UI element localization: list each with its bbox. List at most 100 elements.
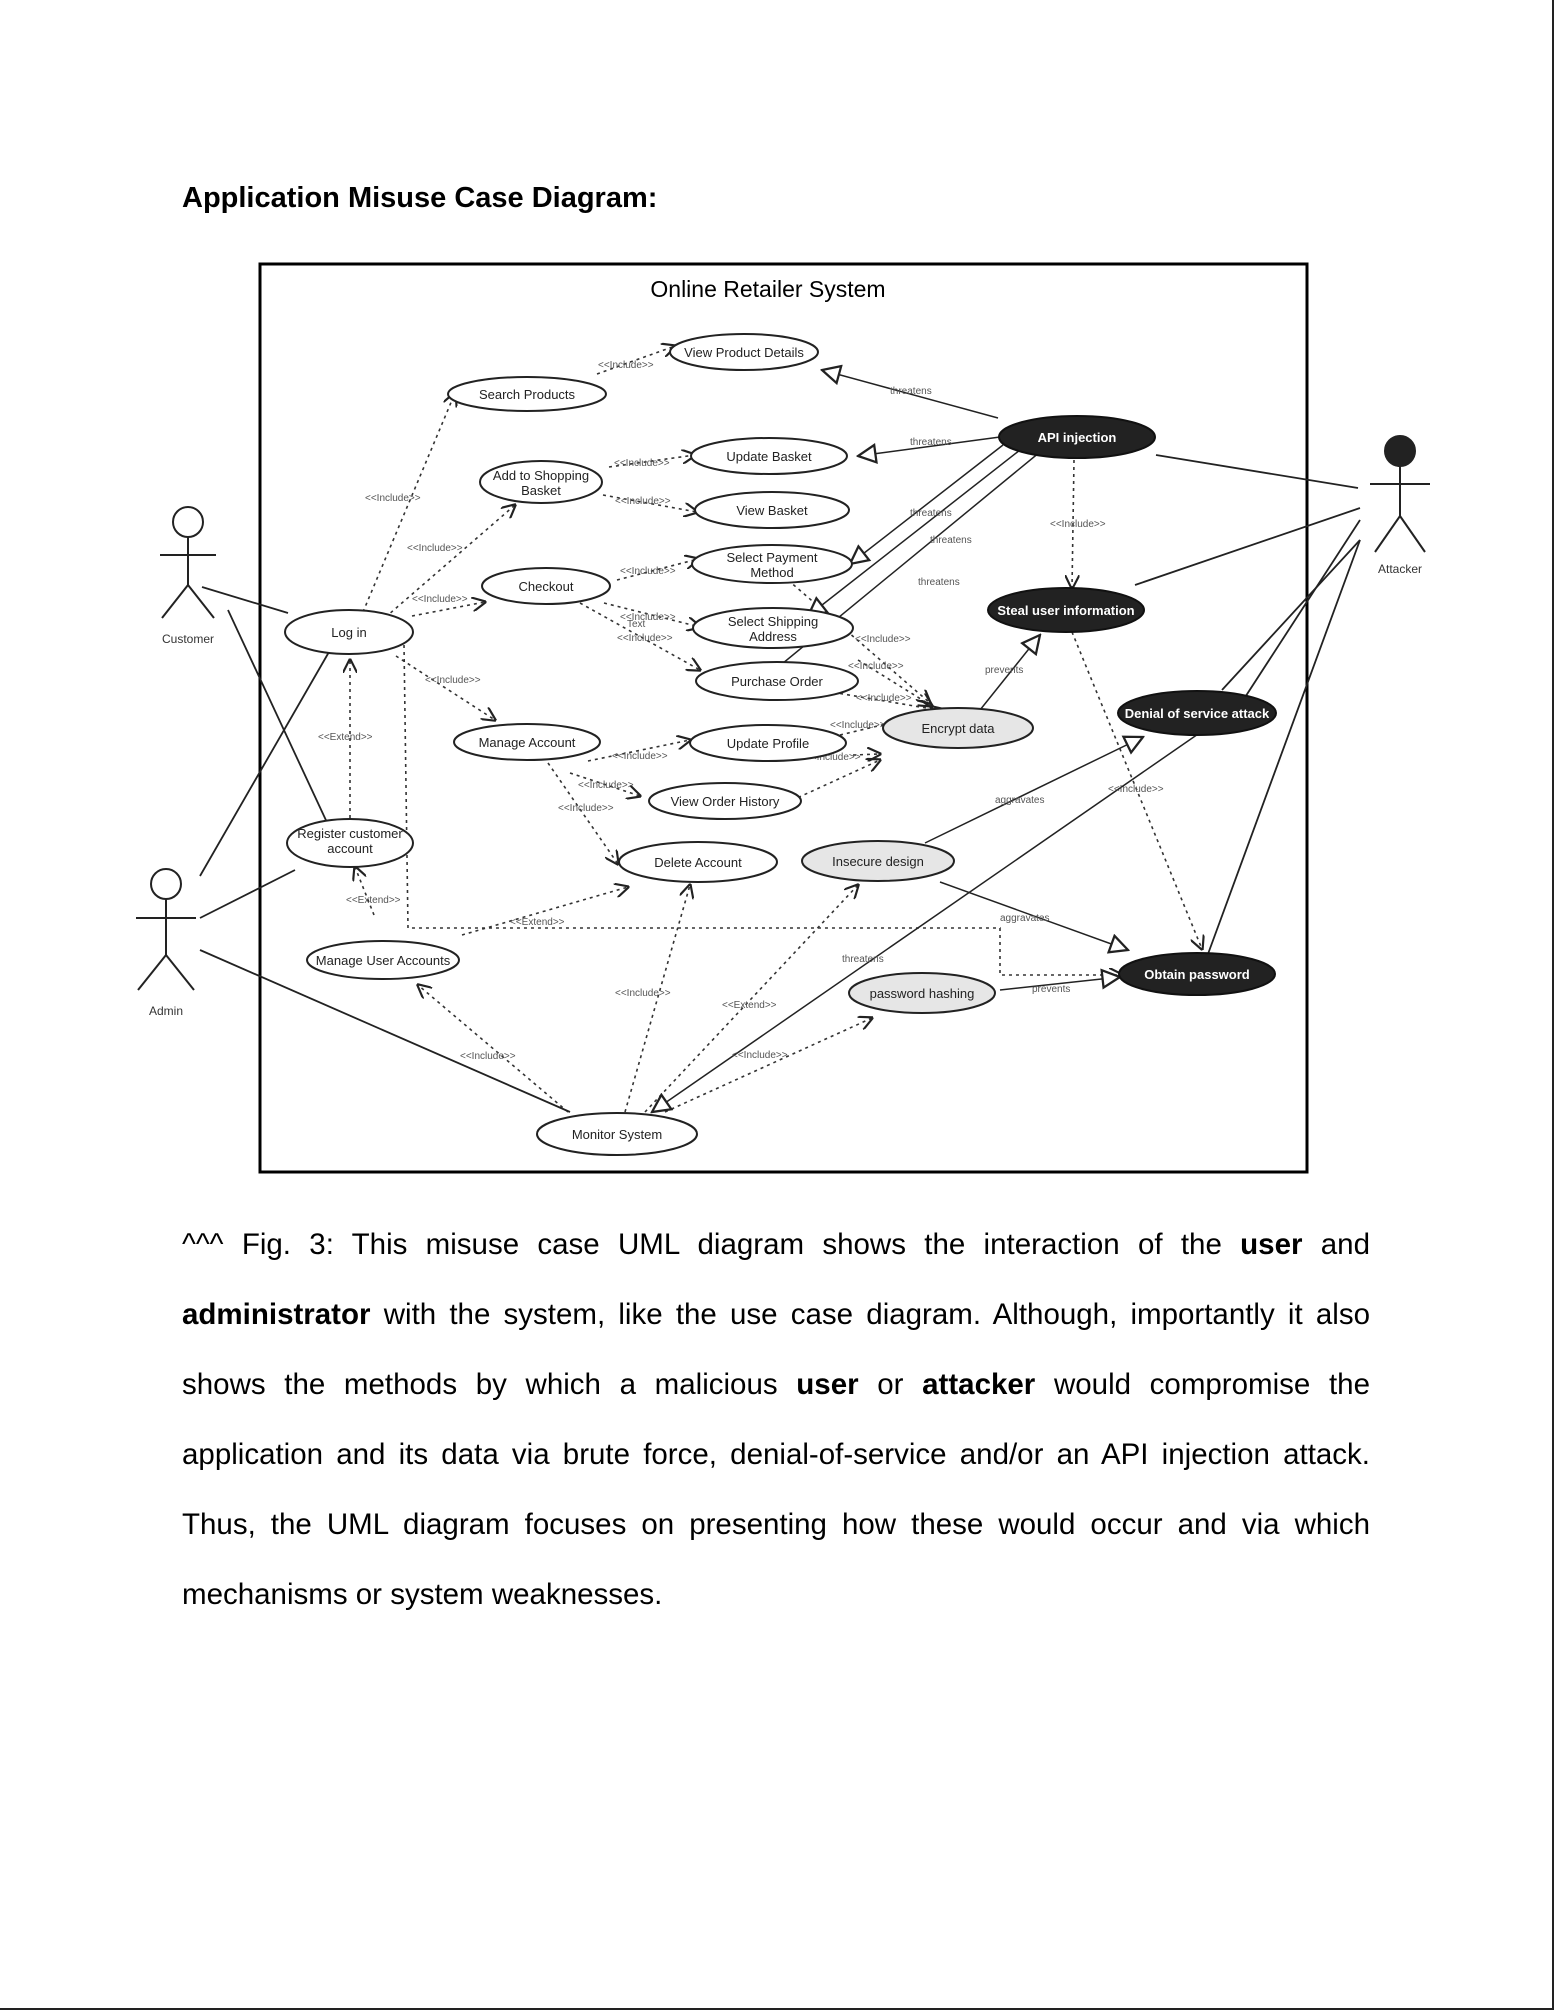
- svg-text:Checkout: Checkout: [519, 579, 574, 594]
- svg-text:<<Include>>: <<Include>>: [855, 634, 911, 645]
- relation-labels: <<Include>> <<Include>> <<Include>> <<In…: [318, 360, 1164, 1062]
- page-heading: Application Misuse Case Diagram:: [182, 182, 658, 214]
- system-boundary: [258, 262, 1309, 1174]
- svg-text:<<Include>>: <<Include>>: [425, 675, 481, 686]
- svg-text:Delete Account: Delete Account: [654, 855, 742, 870]
- svg-text:<<Extend>>: <<Extend>>: [346, 895, 401, 906]
- svg-text:<<Include>>: <<Include>>: [732, 1050, 788, 1061]
- use-case-view-product-details: View Product Details: [669, 333, 819, 371]
- caption-bold-user: user: [796, 1368, 859, 1401]
- use-case-add-to-basket: Add to Shopping Basket: [479, 460, 603, 504]
- svg-text:threatens: threatens: [890, 386, 932, 397]
- caption-text: and: [1302, 1228, 1370, 1261]
- caption-bold-attacker: attacker: [922, 1368, 1036, 1401]
- svg-text:Register customer: Register customer: [297, 826, 403, 841]
- use-case-insecure-design: Insecure design: [801, 840, 955, 882]
- actor-admin-label: Admin: [149, 1004, 183, 1018]
- misuse-case-denial-of-service-attack: Denial of service attack: [1117, 690, 1277, 736]
- caption-text: would compromise the application and its…: [182, 1368, 1370, 1611]
- use-case-manage-account: Manage Account: [453, 723, 601, 761]
- threat-lines: [652, 370, 1241, 1112]
- svg-text:<<Include>>: <<Include>>: [830, 720, 886, 731]
- svg-text:View Order History: View Order History: [671, 794, 780, 809]
- use-case-view-order-history: View Order History: [648, 782, 802, 820]
- caption-text: ^^^ Fig. 3: This misuse case UML diagram…: [182, 1228, 1241, 1261]
- actor-associations: [199, 454, 1361, 1113]
- misuse-case-obtain-password: Obtain password: [1118, 952, 1276, 996]
- figure-caption: ^^^ Fig. 3: This misuse case UML diagram…: [182, 1210, 1370, 1630]
- actor-customer-label: Customer: [162, 632, 214, 646]
- svg-text:Add to Shopping: Add to Shopping: [493, 468, 589, 483]
- svg-text:<<Include>>: <<Include>>: [365, 493, 421, 504]
- misuse-case-steal-user-information: Steal user information: [987, 587, 1145, 633]
- svg-text:API injection: API injection: [1038, 430, 1117, 445]
- svg-text:<<Include>>: <<Include>>: [1108, 784, 1164, 795]
- svg-text:Monitor System: Monitor System: [572, 1127, 662, 1142]
- svg-text:<<Extend>>: <<Extend>>: [722, 1000, 777, 1011]
- actor-customer: [160, 506, 216, 619]
- svg-text:<<Include>>: <<Include>>: [598, 360, 654, 371]
- svg-text:Address: Address: [749, 629, 797, 644]
- svg-text:password hashing: password hashing: [870, 986, 975, 1001]
- svg-text:<<Extend>>: <<Extend>>: [318, 732, 373, 743]
- svg-text:<<Include>>: <<Include>>: [615, 988, 671, 999]
- svg-text:<<Include>>: <<Include>>: [558, 803, 614, 814]
- svg-text:threatens: threatens: [910, 508, 952, 519]
- use-case-register-customer-account: Register customer account: [286, 818, 414, 868]
- svg-text:View Basket: View Basket: [736, 503, 808, 518]
- caption-bold-user: user: [1240, 1228, 1303, 1261]
- use-case-manage-user-accounts: Manage User Accounts: [306, 940, 460, 980]
- use-case-select-shipping-address: Select Shipping Address: [692, 607, 854, 649]
- svg-text:prevents: prevents: [1032, 984, 1070, 995]
- svg-text:<<Include>>: <<Include>>: [805, 752, 861, 763]
- use-case-search-products: Search Products: [447, 376, 607, 412]
- svg-text:threatens: threatens: [930, 535, 972, 546]
- use-case-delete-account: Delete Account: [618, 841, 778, 883]
- svg-text:Steal user information: Steal user information: [997, 603, 1134, 618]
- svg-text:<<Include>>: <<Include>>: [617, 633, 673, 644]
- use-case-update-basket: Update Basket: [690, 437, 848, 475]
- svg-text:Select Shipping: Select Shipping: [728, 614, 818, 629]
- use-case-monitor-system: Monitor System: [536, 1112, 698, 1156]
- use-case-password-hashing: password hashing: [848, 972, 996, 1014]
- svg-text:Method: Method: [750, 565, 793, 580]
- use-case-select-payment-method: Select Payment Method: [691, 544, 853, 584]
- svg-text:<<Include>>: <<Include>>: [615, 496, 671, 507]
- system-title: Online Retailer System: [650, 276, 885, 302]
- svg-text:aggravates: aggravates: [1000, 913, 1049, 924]
- caption-text: or: [858, 1368, 923, 1401]
- svg-text:Denial of service attack: Denial of service attack: [1125, 706, 1270, 721]
- svg-text:<<Include>>: <<Include>>: [578, 780, 634, 791]
- caption-text: with the system, like the use case diagr…: [182, 1298, 1370, 1401]
- svg-text:<<Include>>: <<Include>>: [1050, 519, 1106, 530]
- actor-attacker: [1370, 435, 1430, 553]
- svg-text:Update Profile: Update Profile: [727, 736, 809, 751]
- svg-text:threatens: threatens: [910, 437, 952, 448]
- svg-text:Log in: Log in: [331, 625, 366, 640]
- svg-text:threatens: threatens: [918, 577, 960, 588]
- svg-text:aggravates: aggravates: [995, 795, 1044, 806]
- svg-text:Search Products: Search Products: [479, 387, 576, 402]
- svg-text:Manage Account: Manage Account: [479, 735, 576, 750]
- svg-text:Purchase Order: Purchase Order: [731, 674, 823, 689]
- svg-text:<<Include>>: <<Include>>: [620, 612, 676, 623]
- use-case-purchase-order: Purchase Order: [695, 661, 859, 701]
- svg-text:<<Include>>: <<Include>>: [620, 566, 676, 577]
- svg-text:account: account: [327, 841, 373, 856]
- svg-text:prevents: prevents: [985, 665, 1023, 676]
- svg-text:<<Include>>: <<Include>>: [407, 543, 463, 554]
- svg-text:Text: Text: [627, 619, 646, 630]
- misuse-case-diagram: Online Retailer System: [136, 262, 1430, 1174]
- svg-text:Select Payment: Select Payment: [726, 550, 817, 565]
- svg-text:<<Include>>: <<Include>>: [412, 594, 468, 605]
- svg-text:Obtain password: Obtain password: [1144, 967, 1250, 982]
- svg-text:Manage User Accounts: Manage User Accounts: [316, 953, 451, 968]
- svg-text:threatens: threatens: [842, 954, 884, 965]
- svg-text:<<Include>>: <<Include>>: [460, 1051, 516, 1062]
- actor-admin: [136, 868, 196, 991]
- svg-text:<<Include>>: <<Include>>: [856, 693, 912, 704]
- actor-attacker-label: Attacker: [1378, 562, 1422, 576]
- svg-text:Insecure design: Insecure design: [832, 854, 924, 869]
- svg-text:Basket: Basket: [521, 483, 561, 498]
